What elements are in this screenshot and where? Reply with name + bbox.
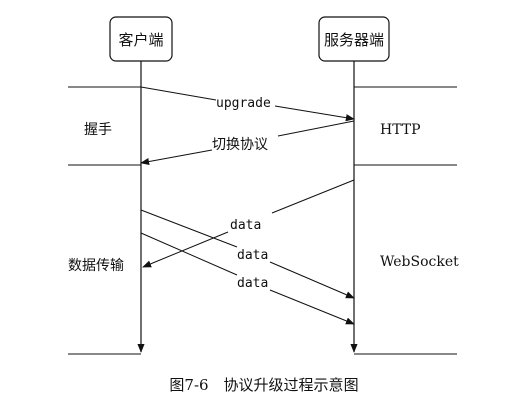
server-label: 服务器端 <box>324 31 384 49</box>
switch-protocol-arrow-head <box>140 149 213 166</box>
phase-label-transfer-client: 数据传输 <box>68 258 124 274</box>
data-label-2: data <box>237 248 268 263</box>
data-server-to-client-arrow-head <box>142 231 229 268</box>
client-label: 客户端 <box>118 31 163 49</box>
data-label-3: data <box>237 276 268 291</box>
data-client-to-server-arrow-2-tail <box>140 232 238 276</box>
data-client-to-server-arrow-2-head <box>269 289 355 325</box>
upgrade-label: upgrade <box>216 96 271 111</box>
switch-protocol-arrow-tail <box>277 120 355 137</box>
data-server-to-client-arrow-tail <box>271 179 355 214</box>
data-client-to-server-arrow-1-head <box>269 261 355 299</box>
phase-label-handshake-client: 握手 <box>84 122 112 138</box>
phase-label-handshake-server: HTTP <box>380 122 421 138</box>
figure-caption: 图7-6 协议升级过程示意图 <box>169 376 358 394</box>
upgrade-request-arrow-tail <box>274 105 355 122</box>
upgrade-request-arrow <box>140 86 217 101</box>
data-client-to-server-arrow-1-tail <box>140 209 238 248</box>
switch-protocol-label: 切换协议 <box>212 136 268 153</box>
data-label-1: data <box>230 218 261 233</box>
phase-label-transfer-server: WebSocket <box>380 254 459 270</box>
